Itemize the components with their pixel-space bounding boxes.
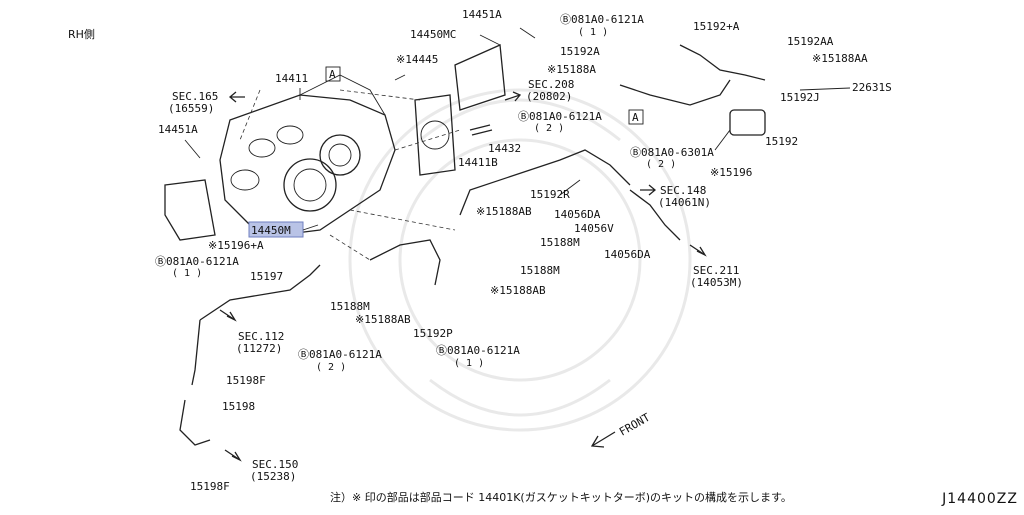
label-bolt-left-qty: ( 1 ) — [172, 268, 202, 279]
tube-15192-top — [619, 44, 766, 106]
label-14411b: 14411B — [458, 156, 498, 169]
ref-box-a-1 — [325, 66, 341, 82]
label-14411: 14411 — [275, 72, 308, 85]
ref-box-a-2 — [628, 109, 644, 125]
label-15188ab-r2: ※15188AB — [490, 284, 546, 297]
label-14450m: 14450M — [251, 224, 291, 237]
label-sec211: SEC.211 — [693, 264, 739, 277]
connector-15192 — [729, 109, 766, 136]
front-label: FRONT — [617, 411, 653, 439]
label-15188ab-mid: ※15188AB — [355, 313, 411, 326]
label-15192-plus-a: 15192+A — [693, 20, 740, 33]
label-sec148-ref: (14061N) — [658, 196, 711, 209]
label-15188ab-r: ※15188AB — [476, 205, 532, 218]
hose-15198 — [179, 319, 211, 446]
label-15198f-top: 15198F — [226, 374, 266, 387]
highlight-14450m — [248, 221, 304, 238]
oil-tube-15192p — [369, 239, 441, 286]
tube-15197 — [199, 264, 321, 321]
label-15196: ※15196 — [710, 166, 752, 179]
label-bolt-top-qty: ( 1 ) — [578, 27, 608, 38]
label-15192r: 15192R — [530, 188, 570, 201]
label-15188aa: ※15188AA — [812, 52, 868, 65]
label-sec150: SEC.150 — [252, 458, 298, 471]
label-15196a: ※15196+A — [208, 239, 264, 252]
heat-insulator-14450mc — [454, 44, 506, 111]
turbo-gasket-14445 — [414, 94, 456, 176]
leader-lines — [184, 27, 851, 261]
label-bolt-bot1-qty: ( 2 ) — [316, 362, 346, 373]
ref-label-a-1: A — [329, 68, 336, 81]
label-15188m-mid: 15188M — [330, 300, 370, 313]
side-label: RH側 — [68, 28, 95, 41]
front-arrow — [590, 431, 616, 448]
label-14432: 14432 — [488, 142, 521, 155]
label-bolt-bot2-qty: ( 1 ) — [454, 358, 484, 369]
label-bolt-left: Ⓑ081A0-6121A — [155, 255, 239, 268]
diagram-code: J14400ZZ — [942, 491, 1018, 507]
label-bolt-6301-qty: ( 2 ) — [646, 159, 676, 170]
label-bolt-6301: Ⓑ081A0-6301A — [630, 146, 714, 159]
label-sec148: SEC.148 — [660, 184, 706, 197]
water-tube-15192r — [459, 149, 631, 216]
label-15192j: 15192J — [780, 91, 820, 104]
label-sec112: SEC.112 — [238, 330, 284, 343]
label-14451a-top: 14451A — [462, 8, 502, 21]
label-14056da-2: 14056DA — [604, 248, 651, 261]
stud-14411b — [469, 124, 493, 136]
label-14056v: 14056V — [574, 222, 614, 235]
label-sec165-ref: (16559) — [168, 102, 214, 115]
section-arrows — [219, 91, 707, 462]
footnote: 注）※ 印の部品は部品コード 14401K(ガスケットキットターボ)のキットの構… — [330, 491, 792, 504]
ref-label-a-2: A — [632, 111, 639, 124]
label-15188m-r: 15188M — [540, 236, 580, 249]
label-bolt-bot2: Ⓑ081A0-6121A — [436, 344, 520, 357]
label-15192a: 15192A — [560, 45, 600, 58]
label-sec211-ref: (14053M) — [690, 276, 743, 289]
label-15188a: ※15188A — [547, 63, 596, 76]
label-14056da-1: 14056DA — [554, 208, 601, 221]
label-15192p: 15192P — [413, 327, 453, 340]
hose-14056v — [629, 189, 681, 241]
label-14451a-left: 14451A — [158, 123, 198, 136]
label-22631s: 22631S — [852, 81, 892, 94]
label-sec112-ref: (11272) — [236, 342, 282, 355]
label-15197: 15197 — [250, 270, 283, 283]
label-sec208: SEC.208 — [528, 78, 574, 91]
label-sec150-ref: (15238) — [250, 470, 296, 483]
watermark-emblem — [348, 88, 692, 432]
label-bolt-bot1: Ⓑ081A0-6121A — [298, 348, 382, 361]
label-15192aa: 15192AA — [787, 35, 834, 48]
label-15188m-r2: 15188M — [520, 264, 560, 277]
label-bolt-mid: Ⓑ081A0-6121A — [518, 110, 602, 123]
label-15192: 15192 — [765, 135, 798, 148]
label-14450mc: 14450MC — [410, 28, 456, 41]
label-sec165: SEC.165 — [172, 90, 218, 103]
label-15198: 15198 — [222, 400, 255, 413]
label-14445: ※14445 — [396, 53, 438, 66]
label-bolt-mid-qty: ( 2 ) — [534, 123, 564, 134]
label-sec208-ref: (20802) — [526, 90, 572, 103]
label-bolt-top: Ⓑ081A0-6121A — [560, 13, 644, 26]
label-15198f-bot: 15198F — [190, 480, 230, 493]
